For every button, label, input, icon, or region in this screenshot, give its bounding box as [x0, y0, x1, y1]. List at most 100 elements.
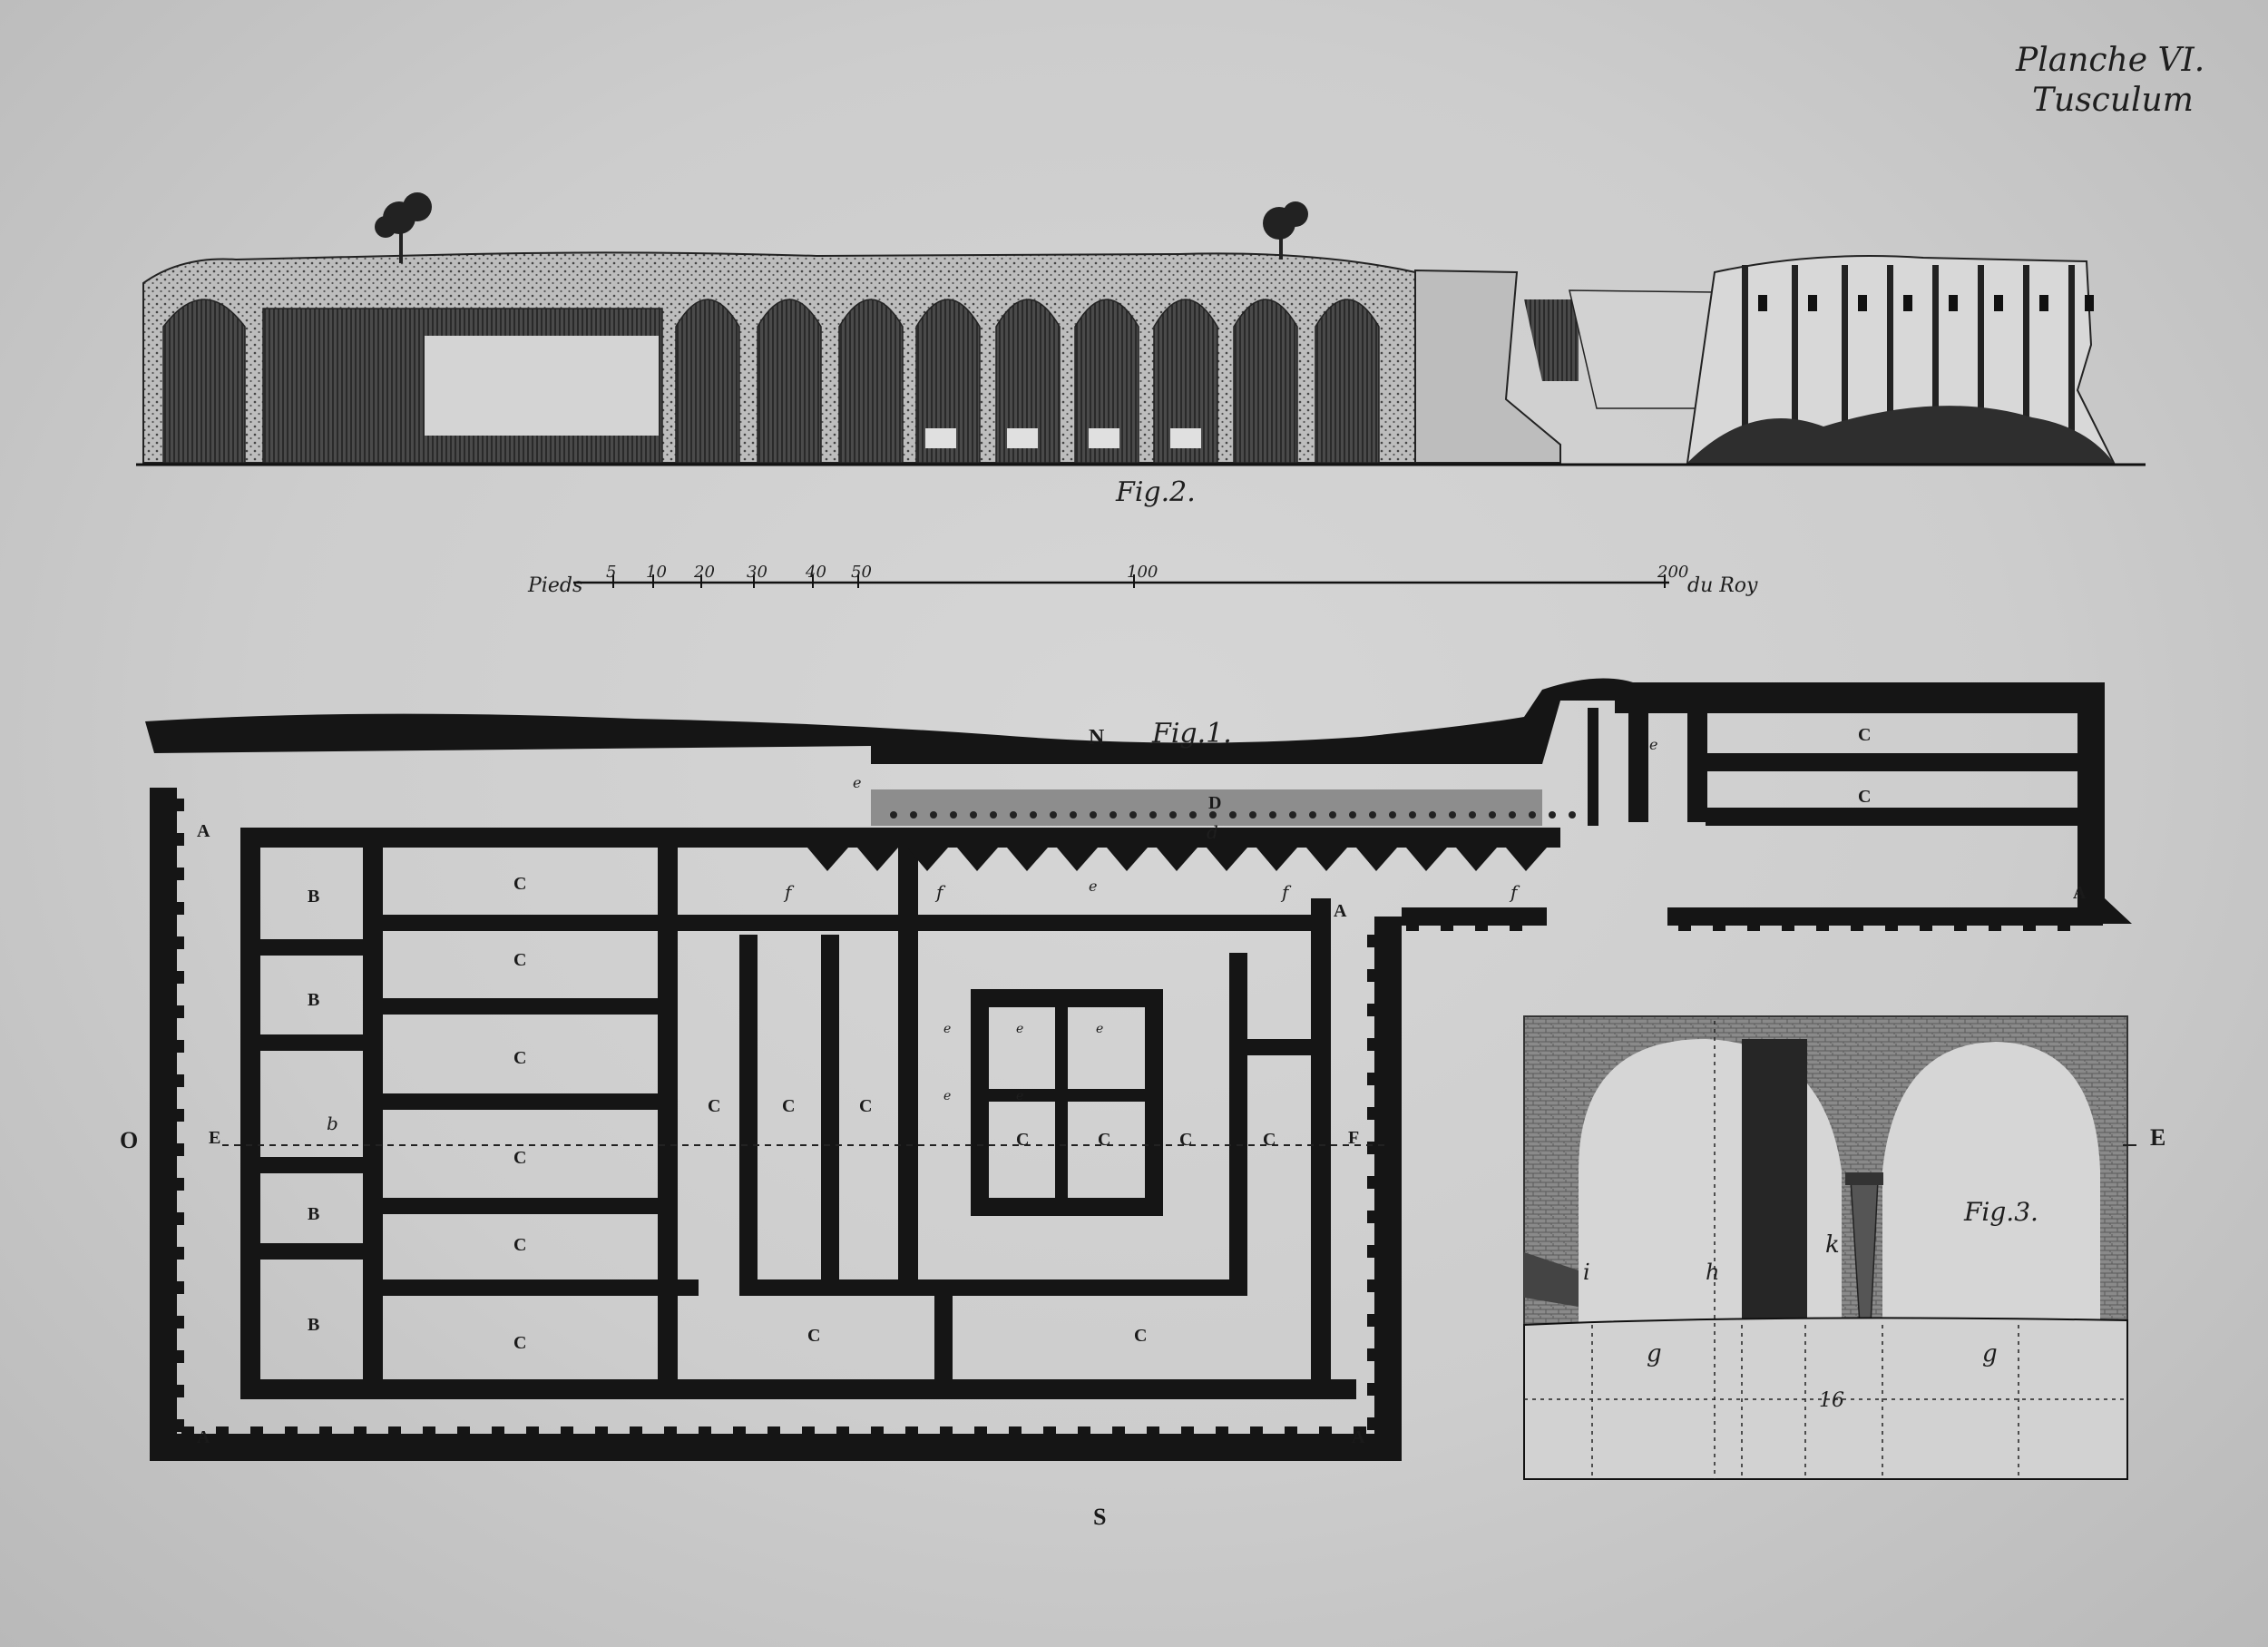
corridor-column [1349, 811, 1356, 819]
wall-tooth [1009, 1426, 1022, 1436]
corridor-columns [890, 811, 1596, 819]
fig1-plan [145, 678, 2132, 1461]
corridor-column [990, 811, 997, 819]
wall-tooth [1354, 1426, 1366, 1436]
wall-tooth [1367, 1073, 1376, 1085]
wall-tooth [595, 1426, 608, 1436]
wall-tooth [1510, 924, 1522, 931]
scale-tick-label: 40 [805, 563, 826, 582]
wall-tooth [175, 1212, 184, 1225]
corridor-column [970, 811, 977, 819]
label-e-court: e [1016, 1089, 1023, 1103]
corridor-column [1549, 811, 1556, 819]
corridor-column [1269, 811, 1276, 819]
buttress [1207, 848, 1247, 871]
corridor-column [1030, 811, 1037, 819]
corridor-column [1050, 811, 1057, 819]
label-h: h [1706, 1260, 1719, 1285]
arch-light [925, 428, 956, 448]
wall-tooth [1367, 1417, 1376, 1430]
fig2-elevation [136, 192, 2146, 466]
wall-tooth [319, 1426, 332, 1436]
label-f-3: f [1280, 881, 1292, 903]
ruin-window [1903, 295, 1912, 311]
wall-tooth [526, 1426, 539, 1436]
label-C: C [859, 1096, 872, 1116]
scale-suffix: du Roy [1687, 574, 1758, 597]
buttress [807, 848, 848, 871]
wall-teeth [175, 799, 2070, 1436]
wall-tooth [285, 1426, 298, 1436]
wall-tooth [1367, 1245, 1376, 1258]
wall-tooth [175, 1005, 184, 1018]
corridor-column [890, 811, 897, 819]
wall-tooth [905, 1426, 918, 1436]
trees [375, 192, 1308, 263]
wall-tooth [630, 1426, 642, 1436]
corridor-column [1569, 811, 1576, 819]
wall-tooth [871, 1426, 884, 1436]
buttress [1456, 848, 1497, 871]
wall-tooth [1285, 1426, 1297, 1436]
scale-tick-label: 100 [1127, 563, 1158, 582]
label-E: E [209, 1128, 220, 1148]
ruin-pillar-line [1792, 265, 1798, 437]
label-A-sw: A [197, 1427, 210, 1447]
corridor-column [1209, 811, 1217, 819]
corridor-column [1229, 811, 1237, 819]
corridor-column [1449, 811, 1456, 819]
wall-tooth [175, 936, 184, 949]
ruin-window [2039, 295, 2048, 311]
wall-tooth [1367, 1004, 1376, 1016]
ruin-pillar-line [1842, 265, 1848, 437]
fig3-caption: Fig.3. [1963, 1197, 2038, 1227]
elevation-opening [425, 336, 659, 436]
wall-tooth [175, 799, 184, 811]
wall-tooth [1816, 924, 1829, 931]
label-C: C [1134, 1326, 1147, 1346]
arch-opening [675, 299, 740, 464]
scale-tick-label: 20 [693, 563, 715, 582]
wall-tooth [699, 1426, 711, 1436]
corridor-column [1129, 811, 1137, 819]
label-F: F [1348, 1128, 1359, 1148]
ruin-pillar-line [1742, 265, 1748, 437]
label-C: C [513, 874, 526, 894]
ruin-pillar-line [1932, 265, 1939, 437]
label-g-1: g [1647, 1340, 1662, 1368]
elevation-arches [162, 299, 1380, 464]
ruin-pillars [1742, 265, 2094, 437]
label-f-1: f [783, 881, 795, 903]
corridor-column [1090, 811, 1097, 819]
wall-tooth [1367, 1107, 1376, 1120]
corridor-column [1389, 811, 1396, 819]
label-C: C [513, 1148, 526, 1168]
wall-tooth [1367, 1211, 1376, 1223]
wall-tooth [1367, 1038, 1376, 1051]
corridor-column [1189, 811, 1197, 819]
label-e-court: e [943, 1022, 951, 1036]
wall-tooth [1367, 1279, 1376, 1292]
label-i: i [1583, 1260, 1590, 1285]
buttress [1157, 848, 1198, 871]
wall-tooth [1367, 1383, 1376, 1396]
corridor-column [1429, 811, 1436, 819]
label-g-2: g [1982, 1340, 1998, 1368]
ruin-window [1808, 295, 1817, 311]
wall-tooth [1367, 969, 1376, 982]
wall-tooth [175, 1178, 184, 1191]
wall-tooth [175, 1281, 184, 1294]
wall-tooth [1367, 1348, 1376, 1361]
label-B-2: B [308, 990, 319, 1010]
corridor-column [1070, 811, 1077, 819]
label-C: C [513, 1333, 526, 1353]
wall-tooth [175, 868, 184, 880]
arch-opening [838, 299, 904, 464]
wall-tooth [1885, 924, 1898, 931]
label-B-3: B [308, 1204, 319, 1224]
compass-north: N [1089, 726, 1105, 750]
wall-tooth [492, 1426, 504, 1436]
wall-tooth [802, 1426, 815, 1436]
arch-light [1089, 428, 1119, 448]
label-f-4: f [1509, 881, 1520, 903]
